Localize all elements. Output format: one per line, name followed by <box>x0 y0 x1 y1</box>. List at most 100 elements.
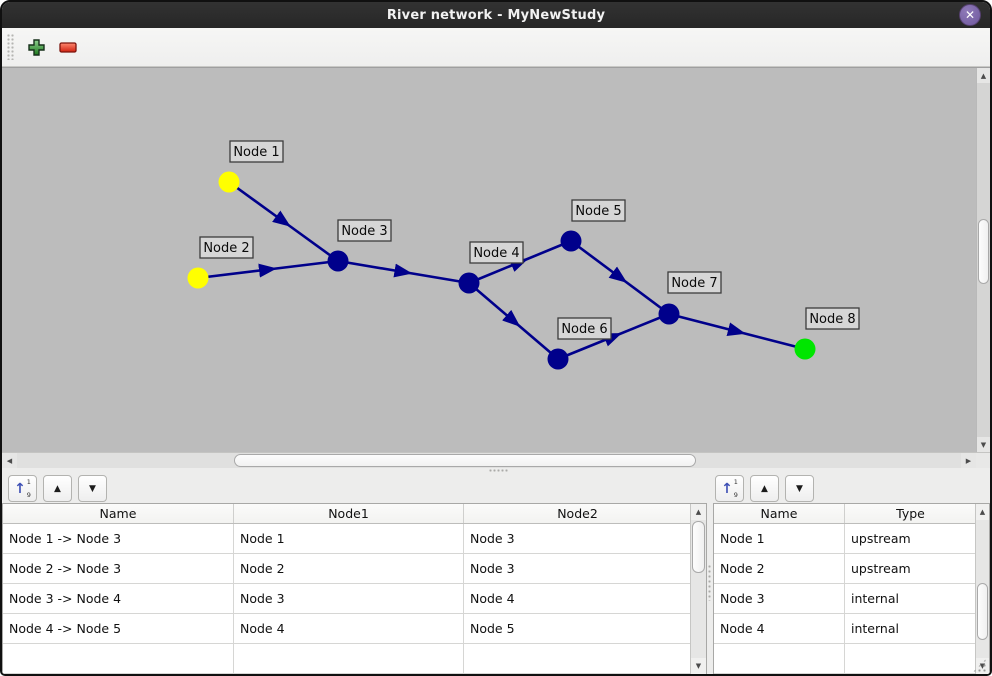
down-arrow-icon: ▼ <box>980 440 987 449</box>
scroll-left-arrow[interactable]: ◀ <box>2 453 17 468</box>
table-cell[interactable]: Node 3 <box>714 584 845 614</box>
table-cell[interactable]: Node 3 <box>464 524 692 554</box>
left-arrow-icon: ◀ <box>6 456 13 465</box>
toolbar-drag-handle[interactable] <box>7 34 14 60</box>
graph-edge-node-3-to-node-4[interactable] <box>337 259 470 285</box>
horizontal-splitter[interactable] <box>2 468 990 474</box>
table-cell[interactable]: Node 2 <box>234 554 464 584</box>
table-cell[interactable]: Node 4 <box>234 614 464 644</box>
table-cell[interactable]: Node 2 <box>714 554 845 584</box>
scroll-up-arrow[interactable]: ▲ <box>976 504 989 520</box>
table-cell[interactable] <box>3 644 234 674</box>
nodes-move-up-button[interactable]: ▲ <box>750 475 779 502</box>
scroll-thumb[interactable] <box>978 219 989 284</box>
scroll-up-arrow[interactable]: ▲ <box>691 504 706 520</box>
scroll-track[interactable] <box>691 520 706 658</box>
links-move-down-button[interactable]: ▼ <box>78 475 107 502</box>
remove-node-button[interactable] <box>54 33 82 61</box>
column-header-node2[interactable]: Node2 <box>464 504 692 523</box>
nodes-move-down-button[interactable]: ▼ <box>785 475 814 502</box>
scroll-down-arrow[interactable]: ▼ <box>691 658 706 674</box>
table-cell[interactable]: Node 1 <box>714 524 845 554</box>
column-header-node1[interactable]: Node1 <box>234 504 464 523</box>
table-cell[interactable] <box>234 644 464 674</box>
table-cell[interactable]: Node 5 <box>464 614 692 644</box>
graph-node-node-5[interactable] <box>560 230 582 252</box>
links-table-scrollbar[interactable]: ▲ ▼ <box>690 504 706 674</box>
graph-edge-node-5-to-node-7[interactable] <box>570 239 670 316</box>
table-cell[interactable]: Node 1 <box>234 524 464 554</box>
nodes-table-scrollbar[interactable]: ▲ ▼ <box>975 504 989 674</box>
graph-node-label-node-2: Node 2 <box>199 236 254 259</box>
graph-node-node-3[interactable] <box>327 250 349 272</box>
up-arrow-icon: ▲ <box>979 508 986 516</box>
add-node-button[interactable] <box>22 33 50 61</box>
graph-node-node-4[interactable] <box>458 272 480 294</box>
graph-node-node-7[interactable] <box>658 303 680 325</box>
graph-edge-node-1-to-node-3[interactable] <box>228 180 339 263</box>
canvas-horizontal-scrollbar[interactable]: ◀ ▶ <box>2 453 976 468</box>
column-header-name[interactable]: Name <box>3 504 234 523</box>
table-cell[interactable]: Node 4 <box>464 584 692 614</box>
table-cell[interactable]: Node 3 <box>464 554 692 584</box>
sort-digit-bottom: 9 <box>733 491 738 499</box>
graph-edge-node-7-to-node-8[interactable] <box>668 312 806 351</box>
table-cell[interactable]: upstream <box>845 524 977 554</box>
table-cell[interactable]: Node 4 <box>714 614 845 644</box>
graph-edge-node-4-to-node-6[interactable] <box>468 282 559 360</box>
scroll-right-arrow[interactable]: ▶ <box>961 453 976 468</box>
sort-arrow-glyph: ↑ <box>14 480 26 497</box>
table-cell[interactable]: internal <box>845 614 977 644</box>
graph-edge-node-6-to-node-7[interactable] <box>557 312 670 361</box>
scroll-thumb[interactable] <box>234 454 696 467</box>
scroll-thumb[interactable] <box>692 521 705 573</box>
table-cell[interactable]: upstream <box>845 554 977 584</box>
scroll-up-arrow[interactable]: ▲ <box>977 68 990 83</box>
table-cell[interactable] <box>845 644 977 674</box>
canvas-vertical-scrollbar[interactable]: ▲ ▼ <box>976 68 990 452</box>
graph-node-node-2[interactable] <box>187 267 209 289</box>
table-cell[interactable]: internal <box>845 584 977 614</box>
scroll-thumb[interactable] <box>977 583 988 640</box>
graph-node-node-1[interactable] <box>218 171 240 193</box>
table-cell[interactable] <box>714 644 845 674</box>
table-cell[interactable]: Node 4 -> Node 5 <box>3 614 234 644</box>
up-arrow-icon: ▲ <box>54 483 61 494</box>
table-cell[interactable]: Node 3 -> Node 4 <box>3 584 234 614</box>
table-cell[interactable]: Node 2 -> Node 3 <box>3 554 234 584</box>
column-header-type[interactable]: Type <box>845 504 977 523</box>
graph-node-label-node-8: Node 8 <box>805 307 860 330</box>
graph-node-label-node-7: Node 7 <box>667 271 722 294</box>
close-button[interactable]: ✕ <box>959 4 981 26</box>
scroll-track[interactable] <box>977 83 990 437</box>
canvas-hscroll-row: ◀ ▶ <box>2 452 990 468</box>
table-cell[interactable]: Node 3 <box>234 584 464 614</box>
links-move-up-button[interactable]: ▲ <box>43 475 72 502</box>
vertical-splitter[interactable] <box>707 503 713 674</box>
table-cell[interactable]: Node 1 -> Node 3 <box>3 524 234 554</box>
graph-node-node-8[interactable] <box>794 338 816 360</box>
scroll-track[interactable] <box>976 520 989 658</box>
column-header-name[interactable]: Name <box>714 504 845 523</box>
graph-node-node-6[interactable] <box>547 348 569 370</box>
scroll-down-arrow[interactable]: ▼ <box>977 437 990 452</box>
table-cell[interactable] <box>464 644 692 674</box>
graph-edge-node-2-to-node-3[interactable] <box>197 259 339 280</box>
